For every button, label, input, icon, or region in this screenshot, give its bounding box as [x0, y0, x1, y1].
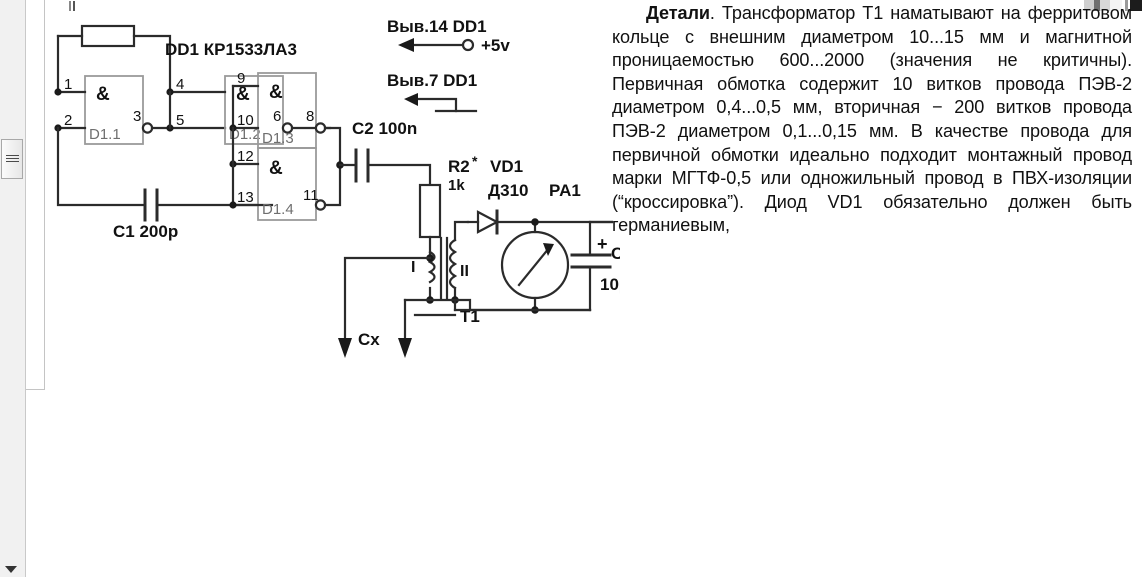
label-winding-secondary: II [460, 263, 469, 280]
label-r2-ref: R2 [448, 157, 470, 176]
scrollbar-fragment-top-right[interactable] [1084, 0, 1142, 11]
pin-label-2: 2 [64, 112, 72, 129]
diode-vd1-triangle [476, 210, 500, 234]
meter-pa1-needle [517, 246, 551, 287]
scrollbar-grip-icon [6, 155, 19, 164]
label-c3-polarity: + [597, 234, 608, 254]
label-pa1: PA1 [549, 181, 581, 200]
gate-d1-4-body [257, 147, 317, 221]
label-r2-value: 1k [448, 177, 465, 194]
arrow-pin14 [398, 38, 414, 52]
meter-pa1-needle-tip [543, 243, 554, 256]
arrow-pin7 [404, 93, 418, 106]
pin-label-1: 1 [64, 76, 72, 93]
label-c3-value: 10µ [600, 275, 620, 294]
gate-d1-3-label: D1.3 [262, 130, 294, 147]
label-r2-star: * [472, 153, 478, 169]
pin-label-4: 4 [176, 76, 184, 93]
pin-label-8: 8 [306, 108, 314, 125]
resistor-r2-body [418, 183, 442, 239]
gate-d1-1-label: D1.1 [89, 126, 121, 143]
junction-meter-top [531, 218, 539, 226]
pin-label-3: 3 [133, 108, 141, 125]
resistor-r1-body [80, 24, 136, 48]
wire-r1-right [132, 34, 172, 94]
junction-pin1 [54, 88, 62, 96]
gate-d1-4-label: D1.4 [262, 201, 294, 218]
scrollbar-fragment-top-left [68, 1, 78, 11]
label-vd1-type: Д310 [488, 181, 528, 200]
wire-cx-left-branch [343, 256, 432, 342]
article-paragraph: Детали. Трансформатор Т1 наматывают на ф… [612, 2, 1132, 238]
page-edge-divider [44, 0, 45, 390]
gate-d1-1-body [84, 75, 144, 145]
schematic-svg: .w { stroke:#2b2b2b; stroke-width:2.2; f… [54, 17, 633, 358]
label-c1: C1 200p [113, 222, 178, 241]
gate-d1-1-symbol: & [96, 84, 110, 105]
pin-label-12: 12 [237, 148, 254, 165]
gate-d1-2-body [224, 75, 284, 145]
pin-label-13: 13 [237, 189, 254, 206]
label-pin7-dd1: Выв.7 DD1 [387, 71, 477, 90]
gate-d1-3-symbol: & [269, 82, 283, 103]
article-text-column: Детали. Трансформатор Т1 наматывают на ф… [612, 2, 1132, 238]
pin-label-6: 6 [273, 108, 281, 125]
label-c3-ref: C3 [611, 244, 620, 263]
page-edge-divider-bottom [26, 389, 45, 390]
label-c2: C2 100n [352, 119, 417, 138]
gate-d1-1-output-bubble [141, 122, 154, 134]
wire-pin7-gnd [416, 97, 458, 113]
pin-label-11: 11 [303, 187, 319, 204]
gate-d1-2-label: D1.2 [229, 126, 261, 143]
scroll-down-arrow-icon[interactable] [5, 566, 17, 573]
junction-pin13 [229, 201, 237, 209]
wire-sec-top-to-diode [453, 220, 470, 242]
article-body-text: . Трансформатор Т1 наматывают на феррито… [612, 3, 1132, 236]
label-vd1-ref: VD1 [490, 157, 523, 176]
circuit-schematic: .w { stroke:#2b2b2b; stroke-width:2.2; f… [0, 0, 633, 400]
wire-c2-to-r2 [366, 163, 432, 187]
pin-label-9: 9 [237, 70, 245, 87]
gate-d1-2-symbol: & [236, 84, 250, 105]
gate-d1-4-symbol: & [269, 158, 283, 179]
label-winding-primary: I [411, 259, 415, 276]
wire-left-rail-to-c1 [56, 126, 147, 207]
arrow-cx-left [338, 338, 352, 358]
arrow-cx-right [398, 338, 412, 358]
article-lead-word: Детали [646, 3, 710, 23]
label-pin14-dd1: Выв.14 DD1 [387, 17, 487, 36]
terminal-plus5v [461, 38, 475, 52]
label-t1: T1 [460, 307, 480, 326]
vertical-scrollbar-thumb[interactable] [1, 139, 23, 179]
label-cx: Cx [358, 330, 380, 349]
label-plus5v: +5v [481, 36, 510, 55]
vertical-scrollbar[interactable] [0, 0, 26, 577]
transformer-secondary-winding [448, 238, 458, 290]
pin-label-10: 10 [237, 112, 254, 129]
pin-label-5: 5 [176, 112, 184, 129]
transformer-primary-winding [427, 250, 436, 284]
label-dd1: DD1 КР1533ЛА3 [165, 40, 297, 59]
gate-d1-3-output-bubble [314, 122, 327, 134]
